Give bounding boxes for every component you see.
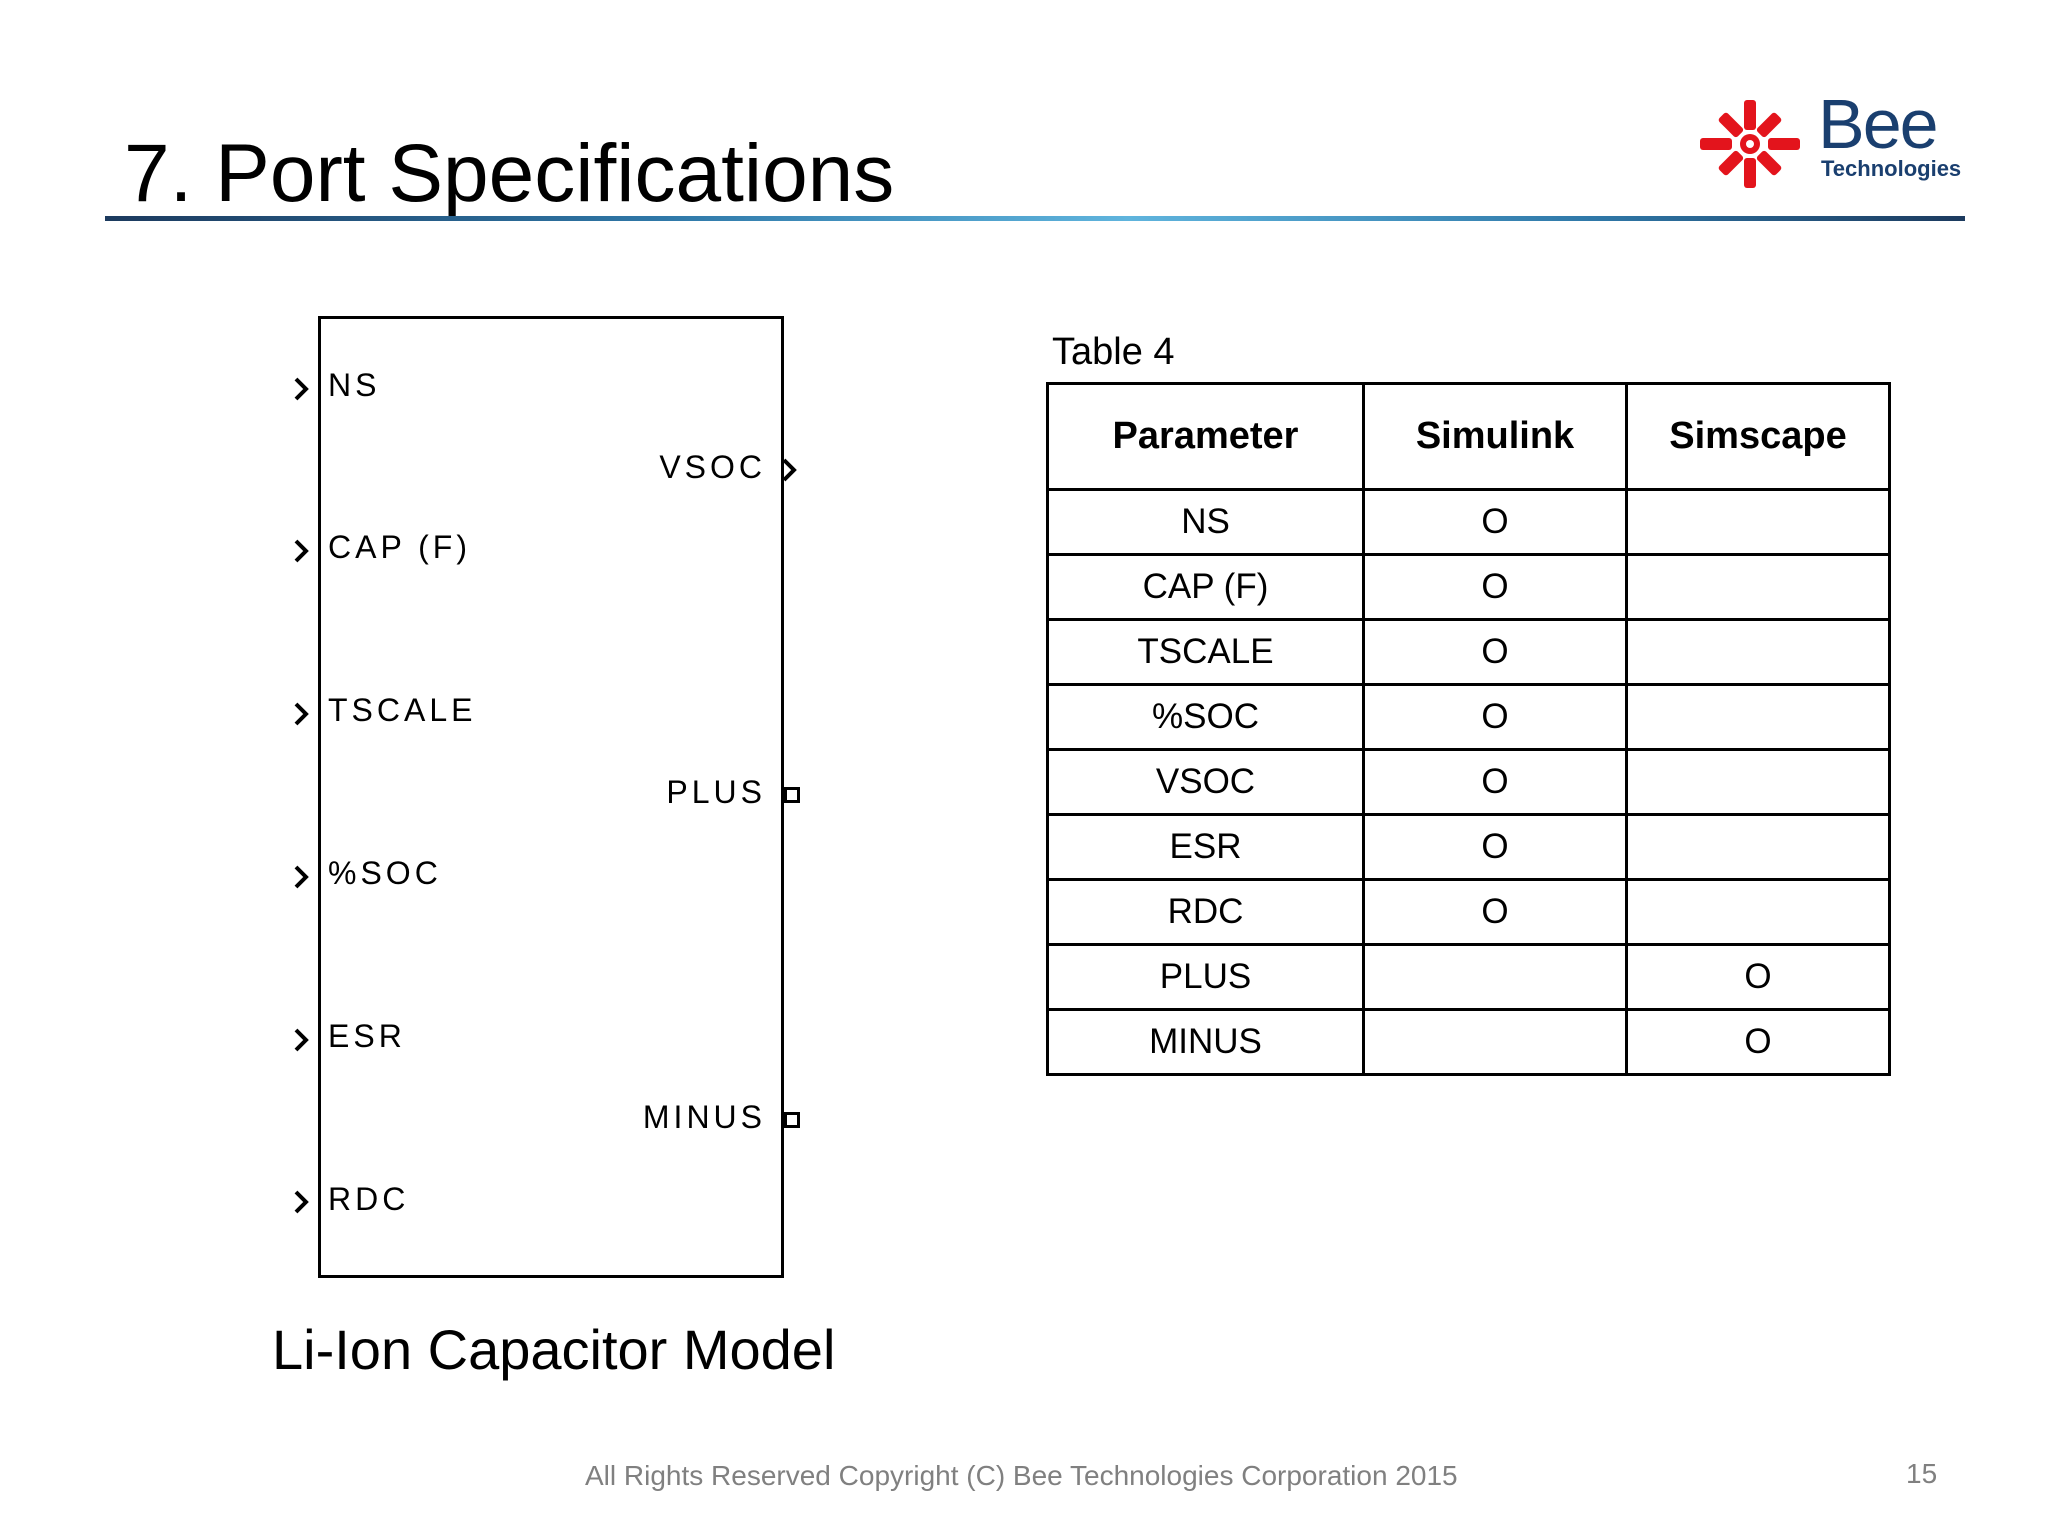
input-port-arrow-icon <box>294 377 309 401</box>
cell-simscape <box>1625 553 1891 621</box>
bee-star-icon <box>1700 100 1800 188</box>
input-port-cap: CAP (F) <box>328 529 471 565</box>
header-parameter: Parameter <box>1046 382 1365 491</box>
table-row: NS O <box>1046 488 1891 556</box>
slide-title: 7. Port Specifications <box>124 128 895 219</box>
input-port-arrow-icon <box>294 702 309 726</box>
page-number: 15 <box>1906 1458 1938 1489</box>
cell-parameter: TSCALE <box>1046 618 1365 686</box>
input-port-ns: NS <box>328 367 381 403</box>
cell-simulink: O <box>1362 878 1628 946</box>
conserving-port-plus: PLUS <box>666 774 766 810</box>
title-underline <box>105 216 1965 221</box>
block-caption: Li-Ion Capacitor Model <box>272 1318 836 1381</box>
cell-simscape <box>1625 683 1891 751</box>
cell-simscape: O <box>1625 1008 1891 1076</box>
cell-simscape <box>1625 748 1891 816</box>
table-row: %SOC O <box>1046 683 1891 751</box>
li-ion-capacitor-block[interactable] <box>318 316 784 1278</box>
cell-simscape <box>1625 488 1891 556</box>
cell-simulink: O <box>1362 618 1628 686</box>
cell-simscape <box>1625 878 1891 946</box>
company-logo: Bee Technologies <box>1700 85 1970 190</box>
cell-simulink: O <box>1362 683 1628 751</box>
cell-simulink <box>1362 943 1628 1011</box>
table-row: VSOC O <box>1046 748 1891 816</box>
cell-simulink: O <box>1362 748 1628 816</box>
logo-subtitle: Technologies <box>1821 156 1962 181</box>
header-simscape: Simscape <box>1625 382 1891 491</box>
port-spec-table: Parameter Simulink Simscape NS O CAP (F)… <box>1046 382 1891 1076</box>
table-caption: Table 4 <box>1052 331 1175 373</box>
header-simulink: Simulink <box>1362 382 1628 491</box>
cell-simulink <box>1362 1008 1628 1076</box>
cell-parameter: PLUS <box>1046 943 1365 1011</box>
footer-copyright: All Rights Reserved Copyright (C) Bee Te… <box>585 1460 1458 1491</box>
table-row: ESR O <box>1046 813 1891 881</box>
cell-simscape: O <box>1625 943 1891 1011</box>
cell-parameter: %SOC <box>1046 683 1365 751</box>
output-port-vsoc: VSOC <box>659 449 766 485</box>
conserving-port-minus-terminal[interactable] <box>784 1112 800 1128</box>
table-row: MINUS O <box>1046 1008 1891 1076</box>
cell-simscape <box>1625 813 1891 881</box>
cell-parameter: RDC <box>1046 878 1365 946</box>
table-row: PLUS O <box>1046 943 1891 1011</box>
cell-parameter: MINUS <box>1046 1008 1365 1076</box>
cell-simulink: O <box>1362 813 1628 881</box>
conserving-port-minus: MINUS <box>642 1099 766 1135</box>
table-row: TSCALE O <box>1046 618 1891 686</box>
cell-parameter: ESR <box>1046 813 1365 881</box>
input-port-arrow-icon <box>294 539 309 563</box>
input-port-esr: ESR <box>328 1018 406 1054</box>
input-port-arrow-icon <box>294 865 309 889</box>
table-header-row: Parameter Simulink Simscape <box>1046 382 1891 491</box>
table-row: CAP (F) O <box>1046 553 1891 621</box>
input-port-tscale: TSCALE <box>328 692 477 728</box>
table-row: RDC O <box>1046 878 1891 946</box>
input-port-arrow-icon <box>294 1190 309 1214</box>
cell-simulink: O <box>1362 553 1628 621</box>
logo-name: Bee <box>1818 85 1939 163</box>
cell-parameter: CAP (F) <box>1046 553 1365 621</box>
input-port-rdc: RDC <box>328 1181 410 1217</box>
cell-parameter: VSOC <box>1046 748 1365 816</box>
input-port-arrow-icon <box>294 1028 309 1052</box>
cell-simscape <box>1625 618 1891 686</box>
cell-parameter: NS <box>1046 488 1365 556</box>
input-port-soc: %SOC <box>328 855 442 891</box>
conserving-port-plus-terminal[interactable] <box>784 787 800 803</box>
cell-simulink: O <box>1362 488 1628 556</box>
output-port-arrow-icon <box>782 458 797 482</box>
